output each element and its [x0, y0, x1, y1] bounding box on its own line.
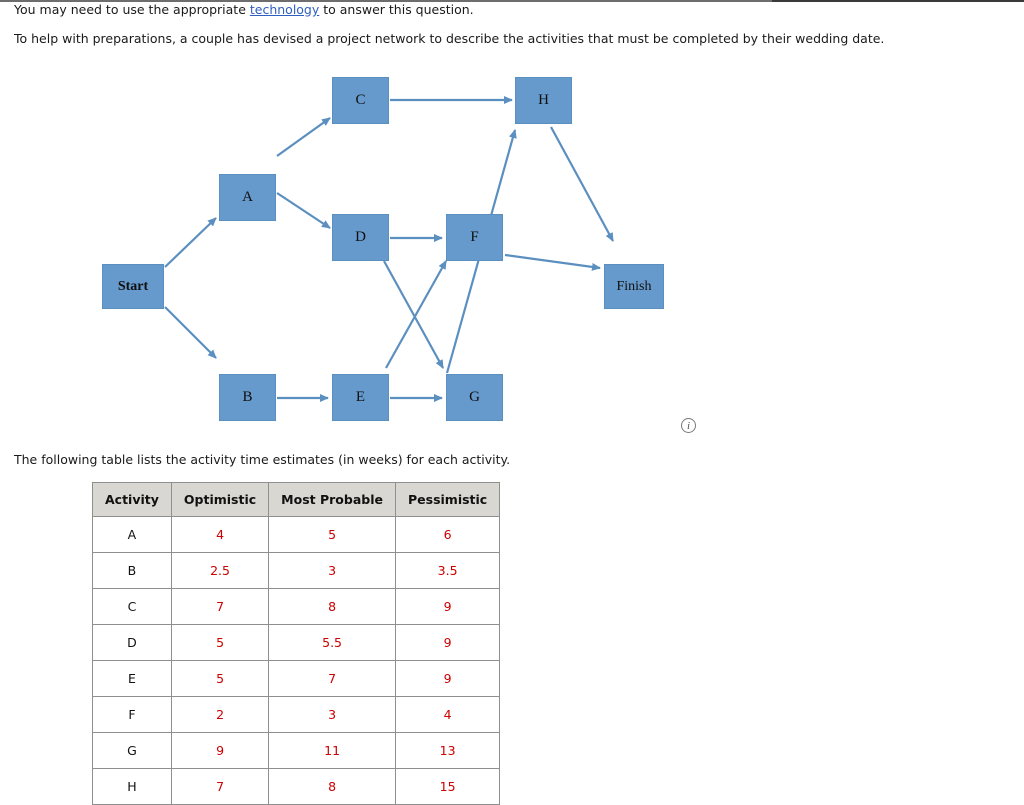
- cell-optimistic: 7: [170, 588, 270, 625]
- page-top-divider-right: [772, 0, 1024, 2]
- header-most-probable: Most Probable: [268, 482, 396, 517]
- node-c-label: C: [355, 92, 366, 108]
- node-c: C: [332, 77, 389, 124]
- cell-most-probable: 7: [268, 660, 396, 697]
- table-row: D 5 5.5 9: [92, 624, 501, 661]
- cell-pessimistic: 15: [394, 768, 501, 805]
- cell-activity: C: [92, 588, 172, 625]
- node-d: D: [332, 214, 389, 261]
- technology-link[interactable]: technology: [249, 2, 320, 17]
- cell-optimistic: 5: [170, 624, 270, 661]
- cell-optimistic: 5: [170, 660, 270, 697]
- cell-optimistic: 2.5: [170, 552, 270, 589]
- cell-activity: F: [92, 696, 172, 733]
- cell-pessimistic: 3.5: [394, 552, 501, 589]
- node-e-label: E: [355, 389, 366, 405]
- page-top-divider: [0, 0, 1024, 2]
- cell-pessimistic: 13: [394, 732, 501, 769]
- cell-most-probable: 3: [268, 552, 396, 589]
- node-finish: Finish: [604, 264, 664, 309]
- cell-optimistic: 9: [170, 732, 270, 769]
- node-a-label: A: [242, 189, 253, 205]
- cell-most-probable: 5: [268, 516, 396, 553]
- info-icon[interactable]: i: [681, 418, 696, 433]
- activity-estimates-table: Activity Optimistic Most Probable Pessim…: [92, 482, 501, 805]
- intro-text-after: to answer this question.: [319, 2, 474, 17]
- node-a: A: [219, 174, 276, 221]
- cell-activity: B: [92, 552, 172, 589]
- table-row: H 7 8 15: [92, 768, 501, 805]
- cell-pessimistic: 9: [394, 588, 501, 625]
- cell-pessimistic: 9: [394, 660, 501, 697]
- cell-pessimistic: 9: [394, 624, 501, 661]
- table-row: C 7 8 9: [92, 588, 501, 625]
- header-pessimistic: Pessimistic: [394, 482, 501, 517]
- table-row: E 5 7 9: [92, 660, 501, 697]
- cell-most-probable: 8: [268, 768, 396, 805]
- node-finish-label: Finish: [616, 278, 652, 294]
- cell-most-probable: 11: [268, 732, 396, 769]
- table-row: A 4 5 6: [92, 516, 501, 553]
- node-d-label: D: [355, 229, 366, 245]
- intro-text-before: You may need to use the appropriate: [14, 2, 250, 17]
- cell-activity: E: [92, 660, 172, 697]
- header-activity: Activity: [92, 482, 172, 517]
- node-h-label: H: [538, 92, 549, 108]
- cell-pessimistic: 4: [394, 696, 501, 733]
- node-h: H: [515, 77, 572, 124]
- cell-pessimistic: 6: [394, 516, 501, 553]
- table-row: B 2.5 3 3.5: [92, 552, 501, 589]
- table-header-row: Activity Optimistic Most Probable Pessim…: [92, 482, 501, 517]
- node-start-label: Start: [117, 278, 149, 294]
- node-g-label: G: [469, 389, 480, 405]
- cell-optimistic: 4: [170, 516, 270, 553]
- node-e: E: [332, 374, 389, 421]
- diagram-edges: [164, 96, 614, 402]
- cell-most-probable: 3: [268, 696, 396, 733]
- cell-activity: G: [92, 732, 172, 769]
- cell-most-probable: 5.5: [268, 624, 396, 661]
- header-optimistic: Optimistic: [170, 482, 270, 517]
- cell-activity: A: [92, 516, 172, 553]
- cell-activity: H: [92, 768, 172, 805]
- table-row: F 2 3 4: [92, 696, 501, 733]
- cell-optimistic: 7: [170, 768, 270, 805]
- project-network-diagram: Start A B C D E F G H Finish: [0, 55, 1024, 445]
- cell-activity: D: [92, 624, 172, 661]
- node-start: Start: [102, 264, 164, 309]
- intro-line-1: You may need to use the appropriate tech…: [14, 2, 474, 17]
- node-b: B: [219, 374, 276, 421]
- table-caption: The following table lists the activity t…: [14, 452, 511, 467]
- cell-optimistic: 2: [170, 696, 270, 733]
- node-g: G: [446, 374, 503, 421]
- node-f: F: [446, 214, 503, 261]
- table-row: G 9 11 13: [92, 732, 501, 769]
- cell-most-probable: 8: [268, 588, 396, 625]
- node-f-label: F: [470, 229, 479, 245]
- node-b-label: B: [242, 389, 253, 405]
- intro-line-2: To help with preparations, a couple has …: [14, 31, 885, 46]
